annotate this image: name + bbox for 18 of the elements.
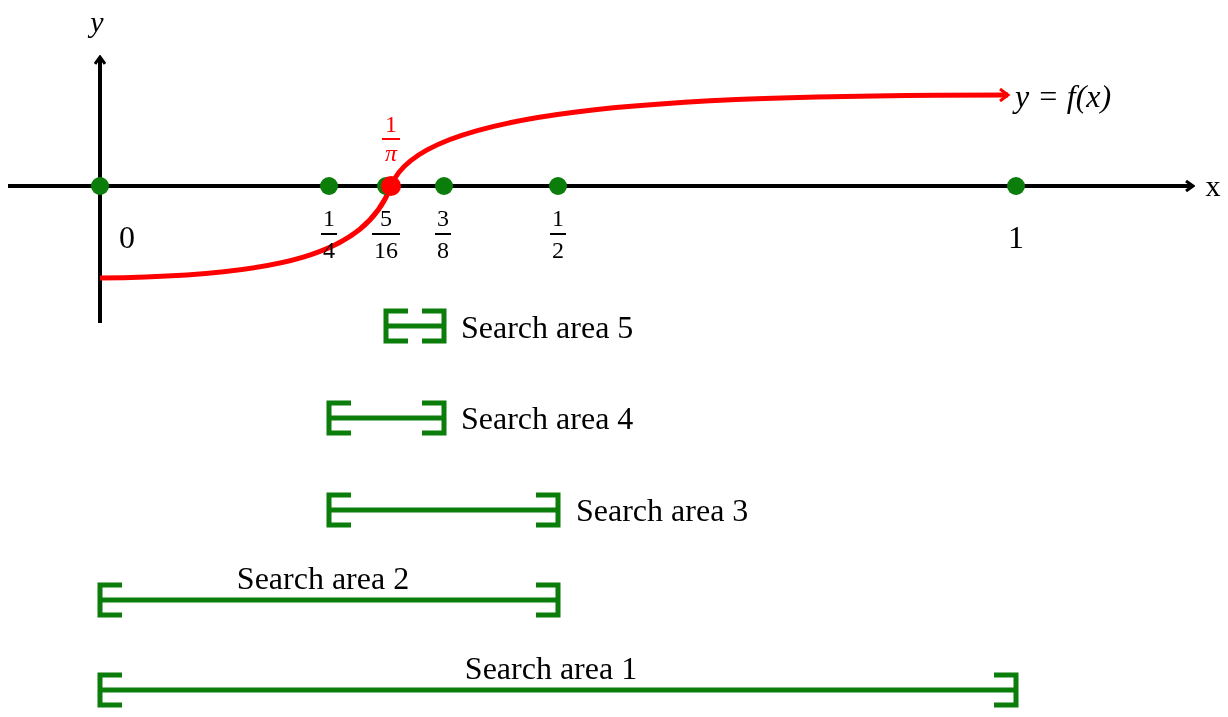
fraction-denominator: 16: [374, 238, 398, 262]
fraction-numerator: 1: [385, 112, 397, 136]
tick-label: 0: [119, 221, 135, 253]
tick-label: 1: [1008, 221, 1024, 253]
interval-label: Search area 1: [464, 652, 638, 684]
interval-label: Search area 3: [576, 494, 749, 526]
fraction-numerator: 3: [437, 206, 449, 230]
fraction-denominator: 2: [552, 238, 564, 262]
fraction-denominator: π: [385, 141, 397, 165]
fraction-numerator: 1: [552, 206, 564, 230]
interval-label: Search area 4: [461, 402, 634, 434]
interval-label: Search area 2: [236, 562, 410, 594]
fraction-numerator: 1: [323, 206, 335, 230]
fraction-denominator: 8: [437, 238, 449, 262]
fraction-numerator: 5: [380, 206, 392, 230]
axis-label: y: [90, 7, 104, 37]
interval-label: Search area 5: [461, 311, 634, 343]
axis-label: x: [1205, 171, 1221, 201]
